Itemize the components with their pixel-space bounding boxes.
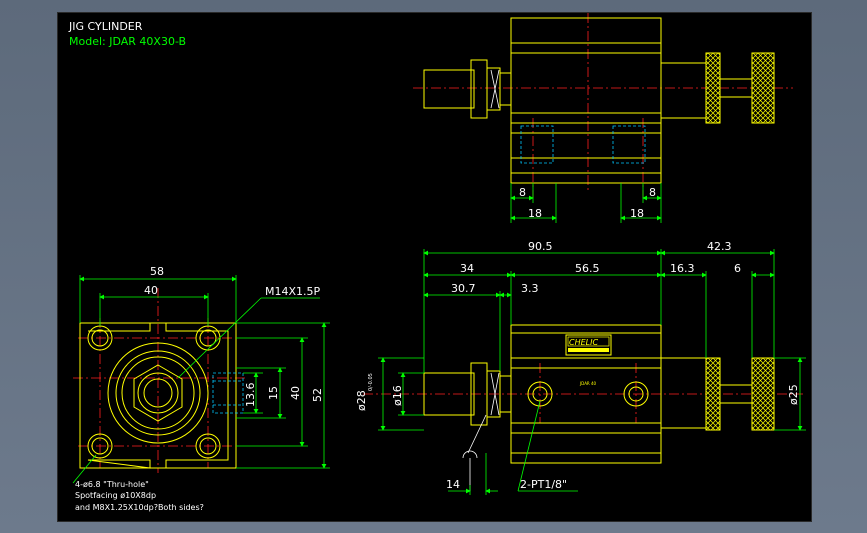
dim-end-40-v: 40 [289, 386, 302, 400]
hole-note-2: Spotfacing ø10X8dp [75, 491, 156, 500]
dim-bore-tol: 0/-0.05 [368, 373, 374, 391]
dim-side-30-7: 30.7 [451, 282, 476, 295]
port-callout: 2-PT1/8" [520, 478, 567, 491]
dim-end-40-h: 40 [144, 284, 158, 297]
dim-end-13-6: 13.6 [244, 383, 257, 408]
dim-top-18-left: 18 [528, 207, 542, 220]
cad-viewport[interactable]: JIG CYLINDER Model: JDAR 40X30-B [57, 12, 812, 522]
top-view: 8 8 18 18 [413, 13, 793, 223]
dim-top-8-right: 8 [649, 186, 656, 199]
dim-top-18-right: 18 [630, 207, 644, 220]
model-label: Model: JDAR 40X30-B [69, 35, 186, 48]
brand-plate-text: CHELIC [569, 338, 598, 347]
dim-side-6: 6 [734, 262, 741, 275]
drawing-title: JIG CYLINDER [68, 20, 143, 33]
cad-drawing: JIG CYLINDER Model: JDAR 40X30-B [68, 13, 806, 512]
dim-end-58: 58 [150, 265, 164, 278]
dim-side-56-5: 56.5 [575, 262, 600, 275]
side-view: CHELIC JDAR 40 90.5 42.3 [355, 240, 806, 495]
dim-side-3-3: 3.3 [521, 282, 539, 295]
dim-side-42-3: 42.3 [707, 240, 732, 253]
hole-note-1: 4-ø6.8 "Thru-hole" [75, 480, 149, 489]
hole-note-3: and M8X1.25X10dp?Both sides? [75, 503, 204, 512]
dim-stopper-dia: ø25 [787, 384, 800, 405]
dim-rod-dia: ø16 [391, 385, 404, 406]
dim-end-52: 52 [311, 388, 324, 402]
dim-side-16-3: 16.3 [670, 262, 695, 275]
dim-pin-14: 14 [446, 478, 460, 491]
thread-callout: M14X1.5P [265, 285, 321, 298]
end-view: 58 40 13.6 15 40 52 M14X1.5P 4-ø6.8 "Thr… [72, 265, 330, 512]
dim-side-90-5: 90.5 [528, 240, 553, 253]
plate-small-text: JDAR 40 [579, 381, 597, 386]
dim-bore-dia: ø28 [355, 390, 368, 411]
dim-top-8-left: 8 [519, 186, 526, 199]
dim-end-15: 15 [267, 386, 280, 400]
dim-side-34: 34 [460, 262, 474, 275]
